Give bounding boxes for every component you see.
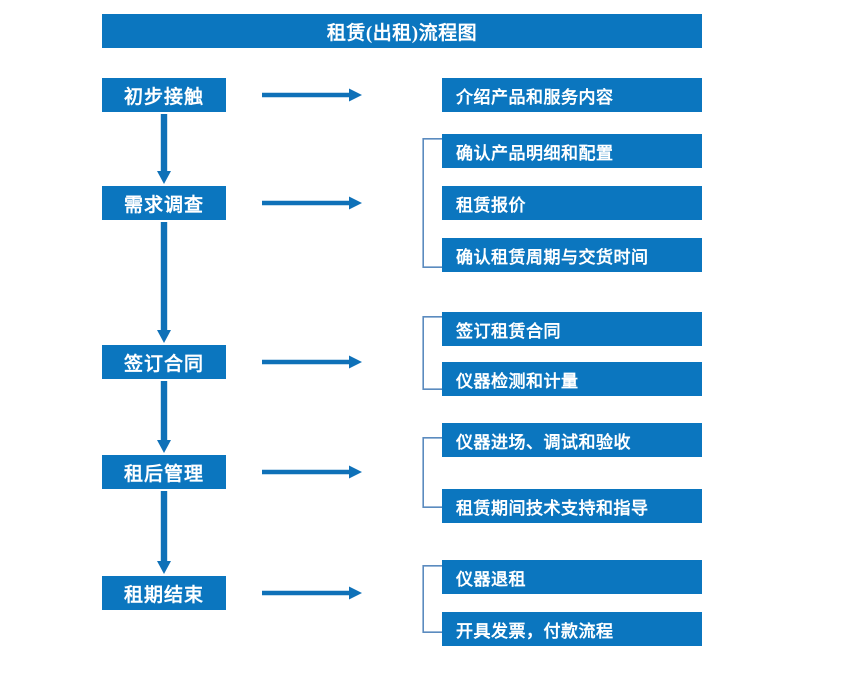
detail-label: 仪器退租 — [456, 569, 526, 589]
stage-label: 租期结束 — [123, 584, 204, 606]
stage-label: 签订合同 — [123, 353, 204, 375]
arrow-down-icon — [156, 114, 172, 184]
detail-box-3-1[interactable]: 签订租赁合同 — [442, 312, 702, 346]
detail-label: 确认产品明细和配置 — [456, 143, 614, 163]
detail-label: 签订租赁合同 — [456, 321, 561, 341]
stage-box-5[interactable]: 租期结束 — [102, 576, 226, 610]
arrow-right-icon — [262, 87, 362, 103]
detail-label: 租赁期间技术支持和指导 — [456, 498, 649, 518]
detail-box-5-1[interactable]: 仪器退租 — [442, 560, 702, 594]
detail-box-5-2[interactable]: 开具发票，付款流程 — [442, 612, 702, 646]
stage-box-3[interactable]: 签订合同 — [102, 345, 226, 379]
detail-box-1-1[interactable]: 介绍产品和服务内容 — [442, 78, 702, 112]
detail-label: 租赁报价 — [456, 195, 526, 215]
group-bracket-icon — [422, 565, 442, 633]
detail-box-2-3[interactable]: 确认租赁周期与交货时间 — [442, 238, 702, 272]
arrow-right-icon — [262, 195, 362, 211]
arrow-down-icon — [156, 491, 172, 574]
arrow-right-icon — [262, 585, 362, 601]
arrow-down-icon — [156, 222, 172, 343]
group-bracket-icon — [422, 437, 442, 508]
detail-box-2-2[interactable]: 租赁报价 — [442, 186, 702, 220]
stage-label: 租后管理 — [123, 463, 204, 485]
detail-box-4-2[interactable]: 租赁期间技术支持和指导 — [442, 489, 702, 523]
stage-box-1[interactable]: 初步接触 — [102, 78, 226, 112]
page-title: 租赁(出租)流程图 — [102, 14, 702, 48]
arrow-down-icon — [156, 381, 172, 453]
detail-label: 介绍产品和服务内容 — [456, 87, 614, 107]
detail-label: 仪器进场、调试和验收 — [456, 432, 631, 452]
arrow-right-icon — [262, 464, 362, 480]
stage-label: 初步接触 — [123, 86, 204, 108]
group-bracket-icon — [422, 316, 442, 390]
arrow-right-icon — [262, 354, 362, 370]
detail-label: 开具发票，付款流程 — [456, 621, 614, 641]
stage-label: 需求调查 — [123, 194, 204, 216]
detail-box-3-2[interactable]: 仪器检测和计量 — [442, 362, 702, 396]
detail-label: 仪器检测和计量 — [456, 371, 579, 391]
detail-box-2-1[interactable]: 确认产品明细和配置 — [442, 134, 702, 168]
group-bracket-icon — [422, 138, 442, 268]
detail-box-4-1[interactable]: 仪器进场、调试和验收 — [442, 423, 702, 457]
stage-box-2[interactable]: 需求调查 — [102, 186, 226, 220]
detail-label: 确认租赁周期与交货时间 — [456, 247, 649, 267]
stage-box-4[interactable]: 租后管理 — [102, 455, 226, 489]
